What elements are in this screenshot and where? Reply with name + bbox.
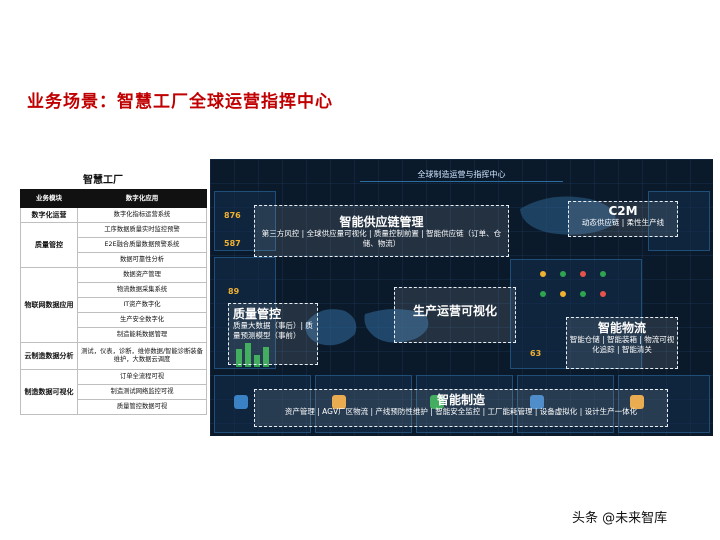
status-indicator (540, 291, 546, 297)
app-icon (530, 395, 544, 409)
app-icon (234, 395, 248, 409)
bar (245, 343, 251, 367)
callout-heading: 智能制造 (436, 393, 485, 407)
table-cell-app: 数据资产管理 (77, 267, 207, 283)
world-map-graphic (520, 196, 616, 235)
callout-detail: 资产管理 | AGV厂区物流 | 产线预防性维护 | 智能安全监控 | 工厂能耗… (284, 407, 638, 417)
table-cell-app: 工序数据质量实时监控预警 (77, 222, 207, 238)
table-cell-app: 测试，仪表，诊断，维修数据/智能诊断装备维护，大数据云调度 (77, 342, 207, 370)
table-row: 数字化运营 数字化指标运营系统 (20, 207, 207, 223)
table-cell-module: 云制造数据分析 (20, 342, 78, 370)
callout-heading: 生产运营可视化 (412, 304, 497, 318)
status-indicator (580, 271, 586, 277)
stat-value: 876 (224, 211, 241, 220)
status-indicator (580, 291, 586, 297)
table-row: 物联网数据应用 数据资产管理 (20, 267, 207, 343)
table-cell-app: E2E融合质量数据预警系统 (77, 237, 207, 253)
table-cell-app: 制造能耗数据管理 (77, 327, 207, 343)
callout-c2m: C2M 动态供应链 | 柔性生产线 (568, 201, 678, 237)
app-icon (630, 395, 644, 409)
callout-heading: C2M (608, 204, 638, 218)
source-watermark: 头条 @未来智库 (572, 511, 668, 526)
table-row: 制造数据可视化 订单全流程可视 (20, 369, 207, 415)
table-cell-app: 质量管控数据可视 (77, 399, 207, 415)
callout-smart-supply-chain: 智能供应链管理 第三方风控 | 全球供应量可视化 | 质量控制前置 | 智能供应… (254, 205, 509, 257)
command-center-dashboard: 全球制造运营与指挥中心 876 587 89 63 智能供应链管理 (210, 159, 713, 436)
callout-heading: 智能物流 (597, 321, 646, 335)
callout-heading: 质量管控 (233, 307, 282, 321)
app-icon (332, 395, 346, 409)
callout-smart-logistics: 智能物流 智能仓储 | 智能装箱 | 物流可视化追踪 | 智能清关 (566, 317, 678, 369)
dashboard-panel (315, 375, 412, 433)
slide-title: 业务场景：智慧工厂全球运营指挥中心 (27, 92, 333, 112)
table-cell-app: 制造测试网络监控可视 (77, 384, 207, 400)
status-indicator (600, 271, 606, 277)
table-cell-app: 数据可靠性分析 (77, 252, 207, 268)
mini-bar-chart (236, 339, 276, 367)
callout-detail: 动态供应链 | 柔性生产线 (581, 218, 665, 228)
table-cell-app: IT资产数字化 (77, 297, 207, 313)
status-indicator (560, 291, 566, 297)
table-cell-app: 生产安全数字化 (77, 312, 207, 328)
table-cell-app: 订单全流程可视 (77, 369, 207, 385)
table-row: 云制造数据分析 测试，仪表，诊断，维修数据/智能诊断装备维护，大数据云调度 (20, 342, 207, 370)
capability-table: 业务模块 数字化应用 数字化运营 数字化指标运营系统 质量管控 工序数据质量实时… (20, 189, 207, 415)
table-header: 业务模块 (20, 189, 78, 208)
table-cell-app: 物流数据采集系统 (77, 282, 207, 298)
table-cell-module: 制造数据可视化 (20, 369, 78, 415)
dashboard-divider (360, 181, 563, 182)
bar (254, 355, 260, 367)
callout-detail: 质量大数据（事后）| 质量预测模型（事前） (233, 321, 313, 341)
bar (263, 347, 269, 367)
stat-value: 587 (224, 239, 241, 248)
dashboard-panel (214, 375, 311, 433)
callout-quality-control: 质量管控 质量大数据（事后）| 质量预测模型（事前） (228, 303, 318, 365)
table-header-row: 业务模块 数字化应用 (20, 189, 207, 208)
table-cell-module: 质量管控 (20, 222, 78, 268)
table-cell-module: 物联网数据应用 (20, 267, 78, 343)
stat-value: 89 (228, 287, 240, 296)
status-indicator (600, 291, 606, 297)
app-icon (430, 395, 444, 409)
table-header: 数字化应用 (77, 189, 207, 208)
table-caption: 智慧工厂 (83, 175, 123, 186)
table-row: 质量管控数据可视 (21, 399, 207, 415)
dashboard-panel (214, 191, 276, 251)
status-indicator (560, 271, 566, 277)
callout-detail: 智能仓储 | 智能装箱 | 物流可视化追踪 | 智能清关 (569, 335, 675, 355)
callout-heading: 智能供应链管理 (339, 215, 424, 229)
callout-production-visualization: 生产运营可视化 (394, 287, 516, 343)
table-cell-module: 数字化运营 (20, 207, 78, 223)
callout-detail: 第三方风控 | 全球供应量可视化 | 质量控制前置 | 智能供应链（订单、仓储、… (261, 229, 502, 249)
callout-smart-manufacturing: 智能制造 资产管理 | AGV厂区物流 | 产线预防性维护 | 智能安全监控 |… (254, 389, 668, 427)
table-cell-app: 数字化指标运营系统 (77, 207, 207, 223)
stat-value: 63 (530, 349, 542, 358)
status-indicator (540, 271, 546, 277)
table-row: 质量管控 工序数据质量实时监控预警 (20, 222, 207, 268)
bar (236, 349, 242, 367)
dashboard-title: 全球制造运营与指挥中心 (417, 170, 506, 179)
